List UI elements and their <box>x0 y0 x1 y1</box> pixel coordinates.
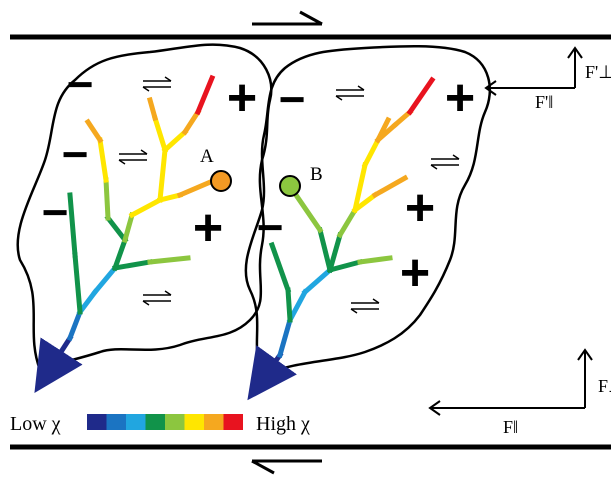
legend-swatch <box>223 414 243 430</box>
legend-swatch <box>145 414 165 430</box>
basin-b-outline <box>244 44 492 377</box>
point-b-label: B <box>310 164 323 185</box>
erosion-signs: − − − + + − − + + + <box>42 58 476 302</box>
minus-sign: − <box>279 73 306 125</box>
shear-couple-icon <box>142 76 172 92</box>
legend-swatch <box>165 414 185 430</box>
shear-couple-icon <box>118 149 148 165</box>
legend-high-label: High χ <box>256 413 310 435</box>
force-top-par-label: F'‖ <box>535 92 553 112</box>
shear-couple-icon <box>430 154 460 170</box>
legend-swatch <box>87 414 107 430</box>
legend-color-bar <box>87 414 243 430</box>
shear-couple-icon <box>350 298 380 314</box>
legend-low-label: Low χ <box>10 413 61 435</box>
force-bottom-par-label: F‖ <box>503 417 518 437</box>
plus-sign: + <box>400 244 430 302</box>
force-vectors-top <box>484 46 583 96</box>
point-b-marker <box>279 175 301 197</box>
shear-couple-icon <box>335 85 365 101</box>
force-bottom-perp-label: F⊥ <box>598 376 611 396</box>
minus-sign: − <box>62 128 89 180</box>
river-network-a <box>34 74 219 393</box>
basin-a-outline <box>16 43 273 372</box>
legend-swatch <box>126 414 146 430</box>
minus-sign: − <box>257 201 284 253</box>
plus-sign: + <box>445 69 475 127</box>
legend-swatch <box>106 414 126 430</box>
minus-sign: − <box>42 186 69 238</box>
minus-sign: − <box>67 58 94 110</box>
plus-sign: + <box>193 199 223 257</box>
legend-swatch <box>204 414 224 430</box>
shear-couple-icon <box>142 290 172 306</box>
force-top-perp-label: F'⊥ <box>585 62 611 82</box>
chi-legend: Low χ High χ <box>10 413 310 435</box>
plus-sign: + <box>227 69 257 127</box>
shear-couple-icons <box>118 76 460 314</box>
river-network-b <box>247 76 436 401</box>
bottom-shear-arrow <box>251 459 322 475</box>
point-a-label: A <box>200 146 214 167</box>
force-vectors-bottom <box>428 348 593 416</box>
top-shear-arrow <box>252 10 323 26</box>
plus-sign: + <box>405 179 435 237</box>
point-a-marker <box>210 170 232 192</box>
legend-swatch <box>184 414 204 430</box>
